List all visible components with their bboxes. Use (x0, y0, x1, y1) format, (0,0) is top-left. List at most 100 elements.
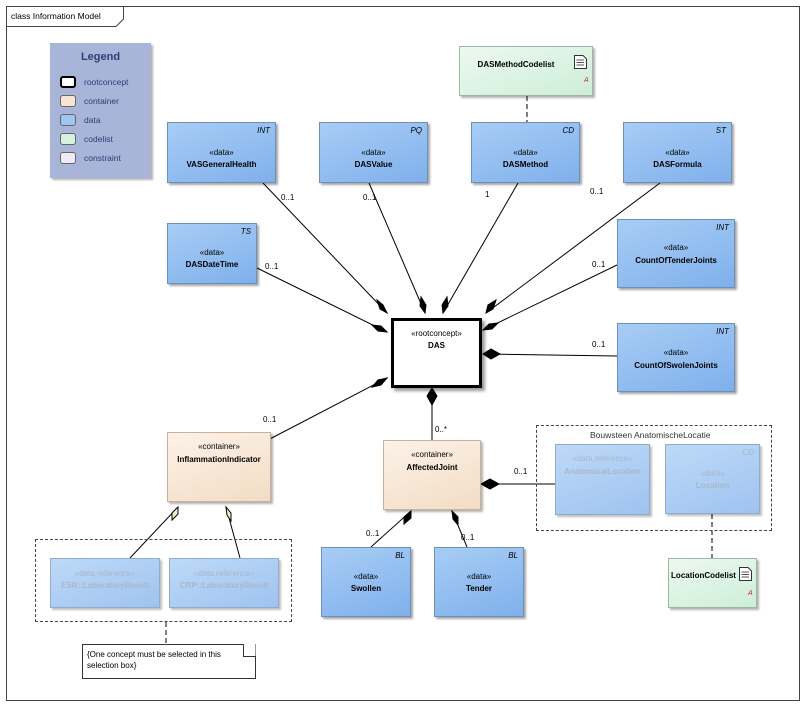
class-stereotype: «data» (353, 572, 379, 581)
mult-tender: 0..1 (461, 533, 475, 542)
class-affectedjoint[interactable]: «container» AffectedJoint (383, 440, 481, 510)
assoc-dasvalue (368, 182, 426, 314)
class-tender[interactable]: BL «data» Tender (434, 547, 524, 617)
mult-swollen: 0..1 (366, 529, 380, 538)
constraint-note[interactable]: {One concept must be selected in this se… (82, 644, 256, 679)
mult-vas: 0..1 (281, 193, 295, 202)
assoc-tender-joints (482, 264, 618, 331)
class-name: LocationCodelist (671, 571, 736, 580)
class-swollen[interactable]: BL «data» Swollen (321, 547, 411, 617)
diamond-dasvalue (419, 295, 427, 315)
class-stereotype: «data,reference» (572, 454, 633, 463)
assoc-swollen-joints (482, 353, 618, 357)
mult-affected: 0..* (435, 425, 448, 434)
mult-dasformula: 0..1 (590, 187, 604, 196)
class-name: Location (695, 481, 730, 490)
class-type: CD (562, 126, 574, 135)
class-anatomicallocation[interactable]: «data,reference» AnatomicalLocation (555, 444, 650, 515)
mult-dasmethod: 1 (485, 190, 490, 199)
class-stereotype: «data» (663, 243, 689, 252)
class-name: DASValue (354, 160, 393, 169)
document-icon (574, 55, 587, 69)
class-stereotype: «data,reference» (74, 569, 136, 578)
class-name: AffectedJoint (406, 463, 458, 472)
class-stereotype: «container» (411, 450, 453, 459)
class-inflammationindicator[interactable]: «container» InflammationIndicator (167, 432, 271, 502)
class-name: DAS (428, 341, 445, 350)
class-dasformula[interactable]: ST «data» DASFormula (623, 122, 732, 183)
diamond-dasdatetime (370, 324, 389, 333)
class-name: DASMethodCodelist (477, 60, 555, 69)
assoc-esr (129, 506, 179, 559)
class-name: ESR::LaboratoryResult (60, 581, 149, 590)
class-crp-laboratoryresult[interactable]: «data,reference» CRP::LaboratoryResult (169, 558, 279, 608)
mult-swollen-joints: 0..1 (592, 340, 606, 349)
legend-swatch (60, 76, 76, 88)
diamond-crp (225, 505, 232, 523)
class-stereotype: «data» (199, 248, 225, 257)
selection-box (35, 539, 292, 622)
class-stereotype: «rootconcept» (411, 329, 462, 338)
mult-dasdatetime: 0..1 (265, 262, 279, 271)
class-name: DASFormula (653, 160, 702, 169)
class-type: INT (716, 327, 729, 336)
assoc-inflammation (265, 377, 388, 442)
diamond-affected (426, 387, 438, 407)
class-type: ST (715, 126, 726, 135)
class-name: DASMethod (502, 160, 549, 169)
class-locationcodelist[interactable]: LocationCodelist A (668, 558, 757, 608)
codelist-badge: A (748, 590, 753, 597)
diamond-tender-joints (481, 322, 500, 331)
class-name: DASDateTime (185, 260, 239, 269)
legend-title: Legend (80, 51, 121, 63)
class-das[interactable]: «rootconcept» DAS (391, 318, 482, 388)
legend-label: constraint (84, 153, 121, 163)
class-stereotype: «data» (513, 148, 538, 157)
diamond-inflammation (370, 377, 389, 388)
legend-swatch (60, 95, 76, 107)
class-countofswolenjoints[interactable]: INT «data» CountOfSwolenJoints (617, 323, 735, 392)
legend: Legend rootconcept container data codeli… (50, 43, 151, 178)
class-stereotype: «data,reference» (193, 569, 255, 578)
class-dasmethodcodelist[interactable]: DASMethodCodelist A (459, 46, 593, 96)
legend-label: data (84, 115, 101, 125)
frame-tab (6, 6, 124, 27)
class-stereotype: «container» (198, 442, 240, 451)
class-esr-laboratoryresult[interactable]: «data,reference» ESR::LaboratoryResult (50, 558, 160, 608)
class-name: Swollen (350, 584, 382, 593)
diamond-swollen (403, 509, 412, 526)
class-location[interactable]: CD «data» Location (665, 444, 760, 514)
class-name: Tender (465, 584, 493, 593)
class-dasvalue[interactable]: PQ «data» DASValue (319, 122, 428, 183)
note-fold-icon (243, 644, 256, 657)
class-stereotype: «data» (665, 148, 690, 157)
class-stereotype: «data» (209, 148, 234, 157)
class-type: PQ (410, 126, 422, 135)
diamond-anatomical (479, 478, 501, 490)
diamond-tender (451, 509, 459, 527)
legend-swatch (60, 152, 76, 164)
diamond-swollen-joints (482, 348, 502, 360)
assoc-dasdatetime (256, 267, 388, 333)
mult-tender-joints: 0..1 (592, 260, 606, 269)
anatomische-locatie-group (536, 425, 772, 531)
class-vasgeneralhealth[interactable]: INT «data» VASGeneralHealth (167, 122, 276, 183)
class-name: CRP::LaboratoryResult (179, 581, 269, 590)
class-dasmethod[interactable]: CD «data» DASMethod (471, 122, 580, 183)
class-stereotype: «data» (361, 148, 386, 157)
class-type: TS (240, 227, 251, 236)
class-type: BL (508, 551, 518, 560)
assoc-dasmethod (442, 182, 519, 314)
class-countoftenderjoints[interactable]: INT «data» CountOfTenderJoints (617, 219, 735, 288)
class-stereotype: «data» (466, 572, 492, 581)
codelist-badge: A (584, 77, 589, 84)
mult-dasvalue: 0..1 (363, 193, 377, 202)
note-text: {One concept must be selected in this se… (87, 650, 221, 670)
diamond-dasmethod (441, 295, 449, 315)
document-icon (739, 567, 752, 581)
legend-label: codelist (84, 134, 113, 144)
class-dasdatetime[interactable]: TS «data» DASDateTime (167, 223, 257, 284)
diamond-dasformula (485, 298, 497, 315)
class-name: CountOfSwolenJoints (634, 361, 718, 370)
